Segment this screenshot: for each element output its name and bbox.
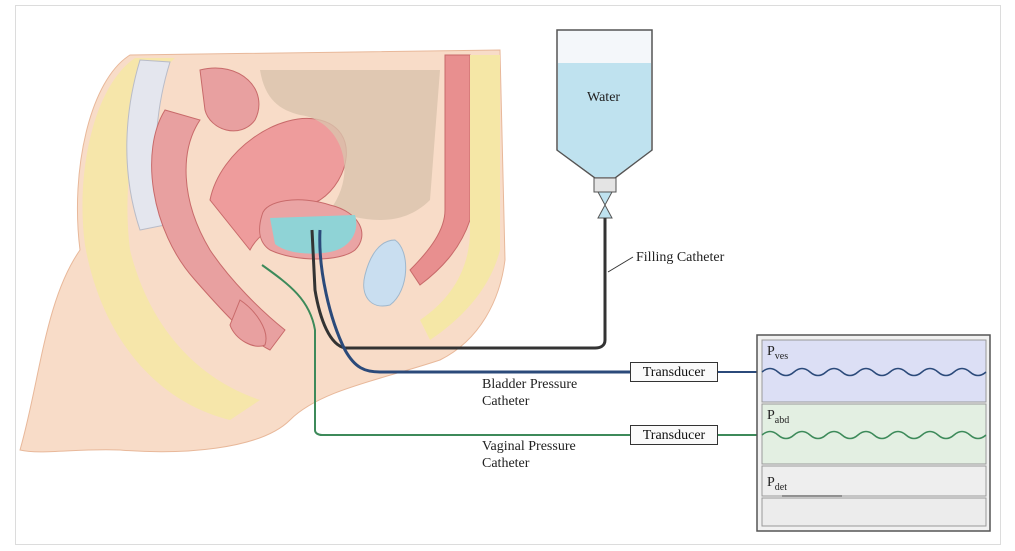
perineum (229, 299, 267, 347)
recorder-box (756, 334, 991, 532)
channel-det-bg (761, 465, 987, 497)
sacrum (126, 59, 171, 231)
pubic-bone (363, 239, 407, 307)
trace-ves (761, 367, 987, 377)
rectum (151, 109, 286, 351)
abdominal-fat (420, 55, 500, 340)
bladder-catheter-label-line1: Bladder Pressure (482, 377, 578, 392)
pelvic-cavity (260, 70, 440, 220)
vaginal-catheter-line (261, 264, 630, 436)
abdominal-wall (409, 54, 471, 286)
channel-det-label: Pdet (767, 475, 788, 493)
channel-abd-label: Pabd (767, 408, 790, 426)
water-label: Water (587, 90, 621, 105)
colon-upper (199, 67, 260, 132)
vaginal-catheter-label: Vaginal Pressure Catheter (482, 438, 576, 472)
filling-catheter-label: Filling Catheter (636, 250, 725, 265)
bladder-catheter-label: Bladder Pressure Catheter (482, 376, 577, 410)
transducer-top: Transducer (630, 362, 718, 382)
bladder-catheter-line (318, 229, 630, 374)
channel-ves-bg (761, 339, 987, 403)
bladder-catheter-label-line2: Catheter (482, 394, 530, 409)
vaginal-catheter-label-line1: Vaginal Pressure (482, 439, 576, 454)
filling-pointer (607, 256, 634, 273)
vaginal-catheter-label-line2: Catheter (482, 456, 530, 471)
transducer-bottom: Transducer (630, 425, 718, 445)
water-bottle (556, 29, 653, 219)
trace-abd (761, 430, 987, 440)
channel-ves-label: Pves (767, 344, 789, 362)
channel-abd-bg (761, 403, 987, 465)
